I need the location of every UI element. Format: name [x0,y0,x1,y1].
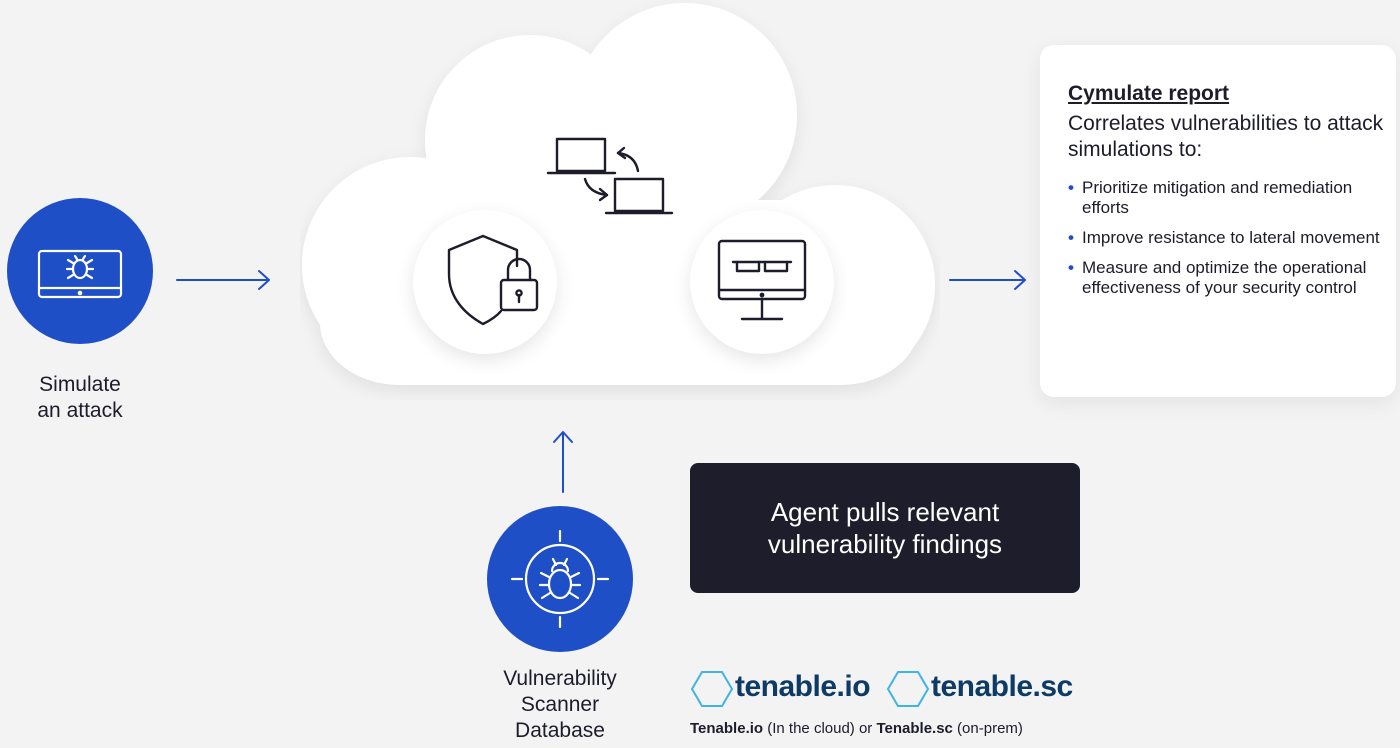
security-circle [413,210,557,354]
bug-monitor-icon [37,249,123,299]
arrow-scanner-to-cloud [553,431,573,493]
scanner-label: Vulnerability Scanner Database [470,666,650,744]
arrow-simulate-to-cloud [176,270,270,290]
scanner-label-line-2: Scanner [520,693,600,716]
agent-box-text: Agent pulls relevant vulnerability findi… [767,497,1003,559]
report-subtitle: Correlates vulnerabilities to attack sim… [1068,112,1384,161]
bug-target-icon [510,529,610,629]
tenable-sc-logo: tenable.sc [931,670,1073,703]
tenable-sc-hexagon-icon [886,671,930,707]
scanner-label-line-1: Vulnerability [503,667,617,690]
simulate-label-line-2: an attack [37,399,123,422]
tenable-caption-mid: (In the cloud) or [763,720,877,737]
agent-box: Agent pulls relevant vulnerability findi… [690,463,1080,593]
report-item-text: Improve resistance to lateral movement [1082,228,1380,247]
report-item: • Prioritize mitigation and remediation … [1068,178,1388,218]
report-item-text: Measure and optimize the operational eff… [1082,258,1367,297]
bullet-icon: • [1068,178,1074,197]
scanner-label-line-3: Database [515,719,605,742]
monitoring-circle [690,210,834,354]
tenable-caption-io: Tenable.io [690,720,764,737]
tenable-io-hexagon-icon [690,671,734,707]
report-item: • Measure and optimize the operational e… [1068,258,1388,298]
tenable-caption-end: (on-prem) [952,720,1023,737]
bullet-icon: • [1068,258,1074,277]
report-title: Cymulate report [1068,82,1230,105]
laptop-transfer-icon [546,137,674,215]
report-item-text: Prioritize mitigation and remediation ef… [1082,178,1353,217]
simulate-attack-node [7,198,153,344]
simulate-label-line-1: Simulate [39,373,121,396]
report-card [1040,45,1396,397]
tenable-io-logo: tenable.io [735,670,871,703]
report-item: • Improve resistance to lateral movement [1068,228,1388,248]
shield-lock-icon [447,234,539,326]
bullet-icon: • [1068,228,1074,247]
simulate-attack-label: Simulate an attack [0,372,160,424]
monitor-glasses-icon [717,239,807,321]
tenable-caption: Tenable.io (In the cloud) or Tenable.sc … [690,720,1023,737]
arrow-cloud-to-report [949,270,1026,290]
report-list: • Prioritize mitigation and remediation … [1068,178,1388,308]
tenable-caption-sc: Tenable.sc [876,720,953,737]
